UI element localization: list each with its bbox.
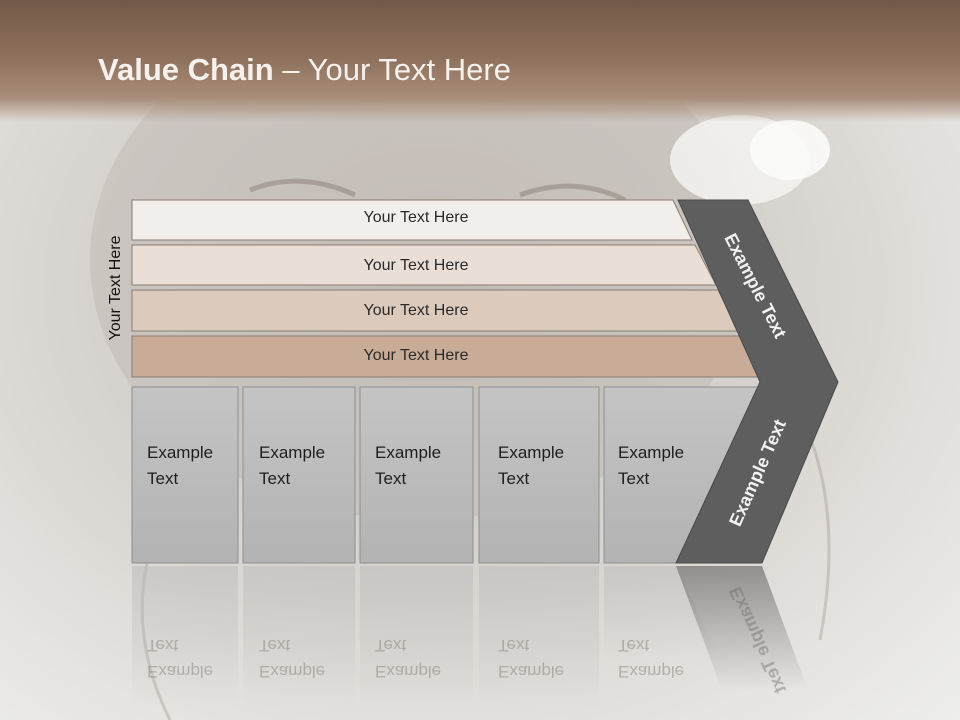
box-1-reflection (132, 566, 238, 706)
box-4-reflection (479, 566, 599, 706)
bar-3-label: Your Text Here (363, 302, 469, 319)
box-4 (478, 386, 600, 564)
bar-1 (131, 199, 693, 241)
box-2 (242, 386, 356, 564)
box-3-reflection (360, 566, 473, 706)
box-5-reflection (604, 566, 720, 660)
bar-4-label: Your Text Here (363, 347, 469, 364)
box-3 (359, 386, 474, 564)
title-rest: – Your Text Here (273, 52, 511, 87)
slide-title: Value Chain – Your Text Here (98, 52, 511, 88)
box-1 (131, 386, 239, 564)
title-bold: Value Chain (98, 52, 274, 87)
box-2-reflection (243, 566, 355, 706)
bar-2-label: Your Text Here (363, 257, 469, 274)
bar-1-label: Your Text Here (363, 209, 469, 226)
chevron-arrow (675, 199, 839, 564)
chevron-reflection (676, 566, 808, 690)
header-band (0, 0, 960, 122)
